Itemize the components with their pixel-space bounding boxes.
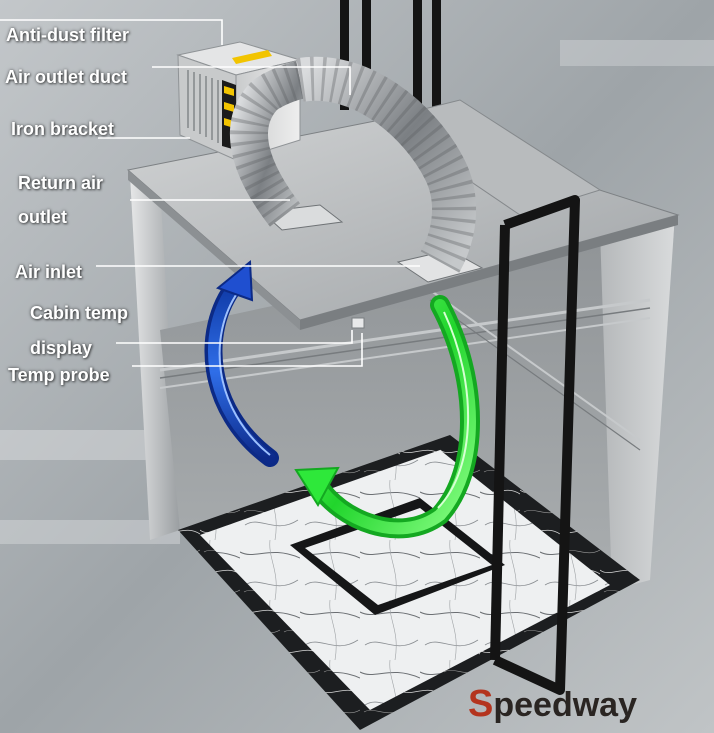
hoist-rope	[362, 0, 371, 110]
hoist-rope	[413, 0, 422, 150]
hoist-rope	[340, 0, 349, 110]
air-inlet-arrowhead	[215, 259, 254, 302]
label-iron-bracket: Iron bracket	[11, 119, 115, 139]
label-air-outlet-duct: Air outlet duct	[5, 67, 127, 87]
marble-floor-inner	[305, 508, 492, 605]
speedway-logo: Speedway	[468, 684, 637, 724]
label-cabin-temp-line1: Cabin temp	[30, 303, 129, 323]
label-cabin-temp-line2: display	[30, 338, 93, 358]
logo-wordmark: peedway	[493, 686, 637, 724]
cabin-temp-display	[351, 317, 365, 329]
label-return-air-line1: Return air	[18, 173, 104, 193]
iron-bracket-frame	[490, 195, 580, 695]
label-air-inlet: Air inlet	[15, 262, 83, 282]
return-air-arrowhead	[294, 466, 340, 507]
return-air-duct	[229, 61, 305, 227]
leader-cabin-temp-display	[116, 330, 353, 344]
leader-lines	[0, 19, 420, 367]
logo-initial: S	[468, 683, 494, 725]
leader-air-outlet-duct	[152, 66, 351, 95]
label-anti-dust-filter: Anti-dust filter	[6, 25, 129, 45]
leader-temp-probe	[132, 333, 363, 367]
leader-anti-dust-filter	[0, 19, 223, 45]
cabin-right-wall	[600, 215, 675, 590]
label-temp-probe: Temp probe	[8, 365, 110, 385]
hoist-rope	[432, 0, 441, 160]
air-outlet-duct	[296, 56, 477, 273]
label-return-air-line2: outlet	[18, 207, 67, 227]
